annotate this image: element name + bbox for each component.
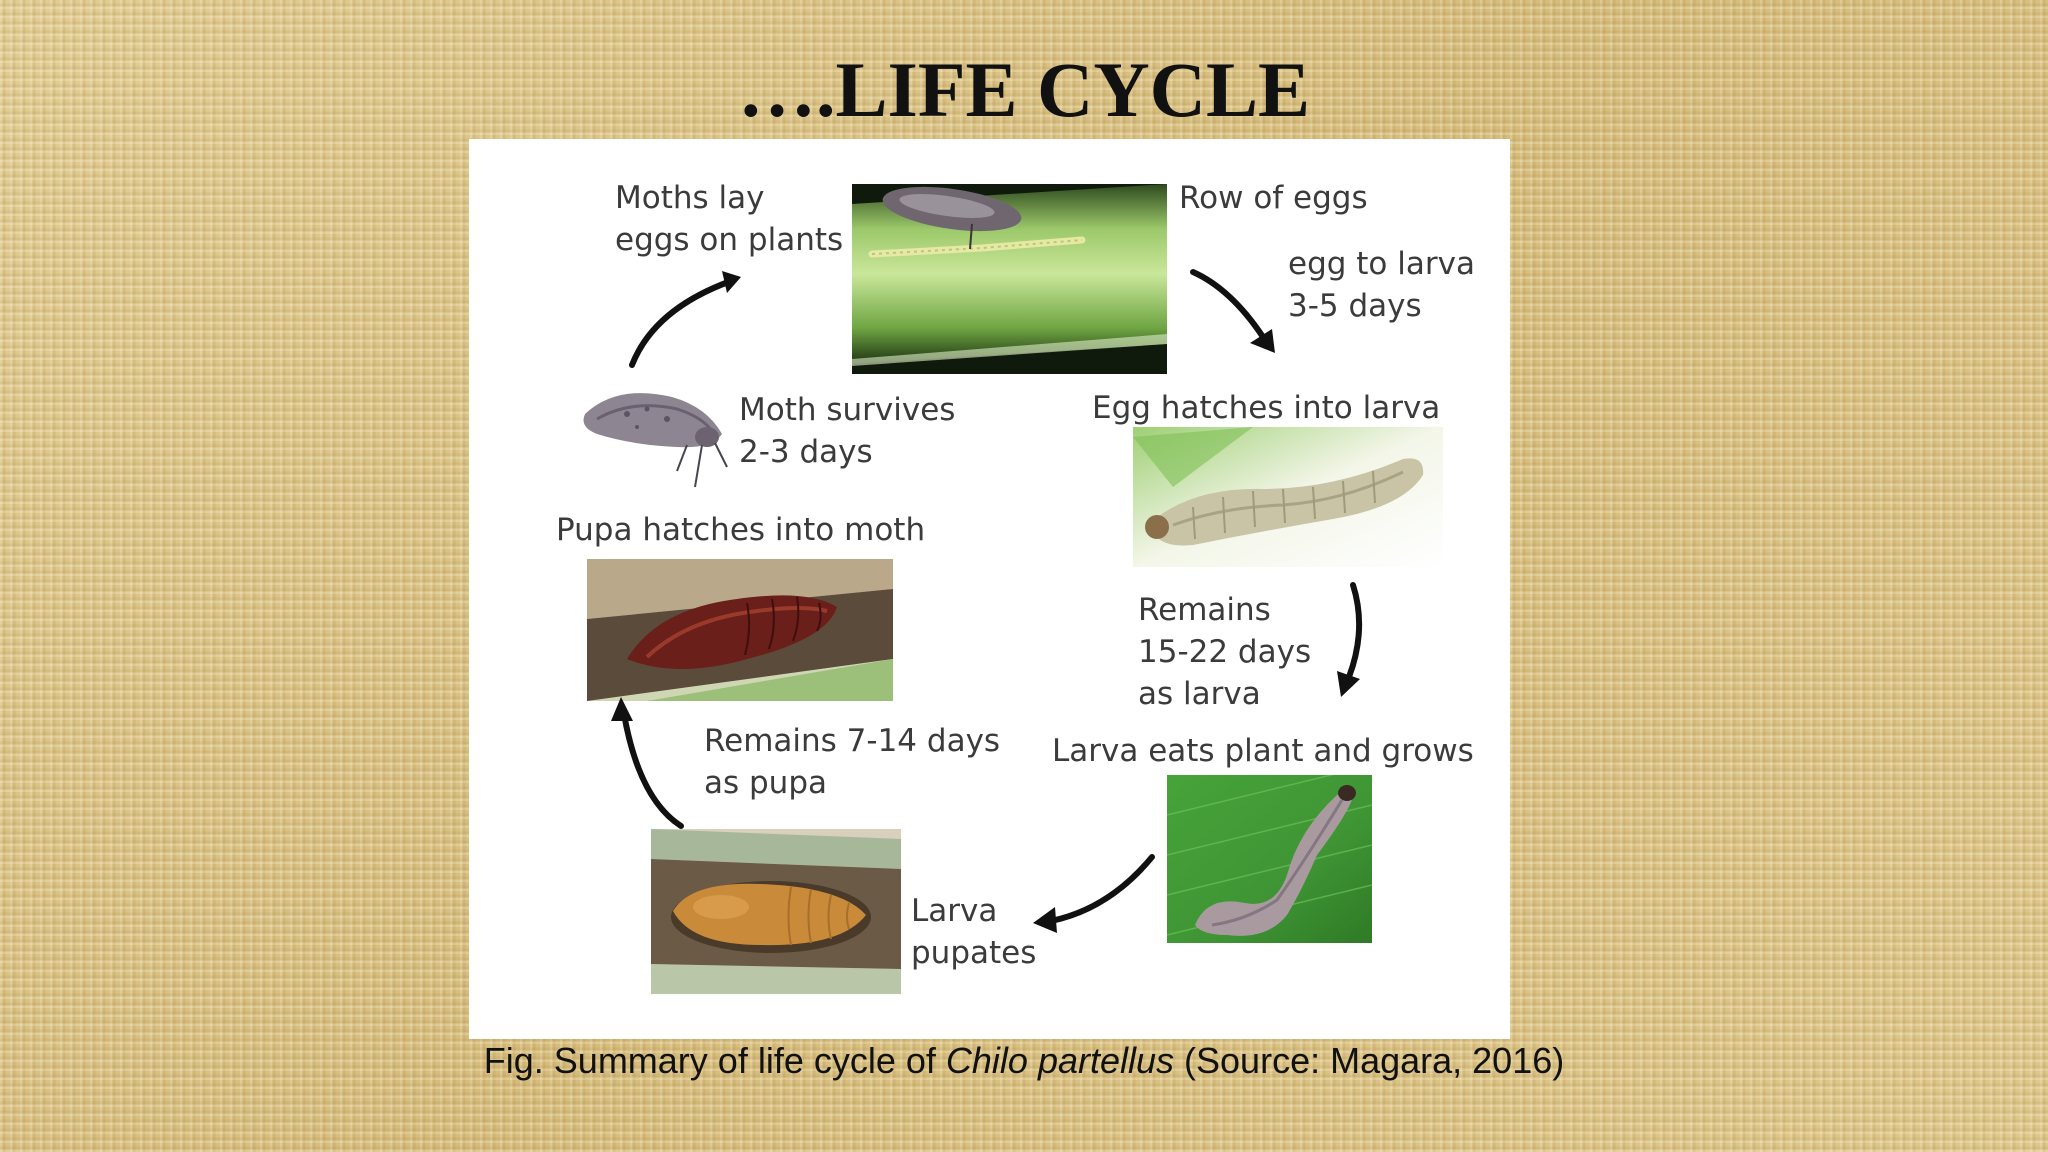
label-pupa-hatches: Pupa hatches into moth — [556, 512, 926, 548]
slide-title: ….LIFE CYCLE — [737, 46, 1311, 133]
label-moths-lay-eggs: Moths lay eggs on plants — [615, 180, 844, 258]
label-remains-as-pupa: Remains 7-14 days as pupa — [704, 723, 1001, 801]
eggs-on-stem-photo — [852, 184, 1167, 374]
label-egg-hatches: Egg hatches into larva — [1092, 390, 1441, 426]
arrowhead-moth-to-eggs — [722, 271, 741, 293]
cycle-arrows — [611, 269, 1363, 933]
arrow-grown-larva-to-pupating — [1048, 854, 1155, 924]
label-row-of-eggs: Row of eggs — [1179, 180, 1368, 216]
life-cycle-diagram: Moths lay eggs on plants Row of eggs egg… — [469, 139, 1510, 1039]
label-egg-to-larva: egg to larva 3-5 days — [1288, 246, 1475, 324]
pupating-larva-photo — [651, 829, 901, 994]
caption-source: (Source: Magara, 2016) — [1174, 1040, 1565, 1081]
caption-prefix: Fig. Summary of life cycle of — [483, 1040, 946, 1081]
adult-moth-photo — [577, 379, 732, 491]
label-moth-survives: Moth survives 2-3 days — [739, 392, 956, 470]
arrowhead-larva-to-grown-larva — [1337, 671, 1360, 697]
arrowhead-eggs-to-larva — [1250, 329, 1275, 353]
arrow-larva-to-grown-larva — [1346, 582, 1363, 680]
arrow-eggs-to-larva — [1190, 269, 1266, 340]
figure-caption: Fig. Summary of life cycle of Chilo part… — [0, 1036, 2048, 1086]
young-larva-photo — [1133, 427, 1443, 567]
arrow-pupa-to-moth — [621, 711, 684, 829]
arrowhead-grown-larva-to-pupating — [1033, 907, 1057, 933]
arrowhead-pupa-to-moth — [611, 697, 633, 721]
pupa-in-stem-photo — [587, 559, 893, 701]
larva-on-leaf-photo — [1167, 775, 1372, 943]
label-larva-pupates: Larva pupates — [911, 893, 1037, 971]
arrow-moth-to-eggs — [629, 278, 734, 368]
label-remains-as-larva: Remains 15-22 days as larva — [1138, 592, 1312, 712]
label-larva-eats-plant: Larva eats plant and grows — [1052, 733, 1474, 769]
caption-species-name: Chilo partellus — [945, 1040, 1175, 1081]
